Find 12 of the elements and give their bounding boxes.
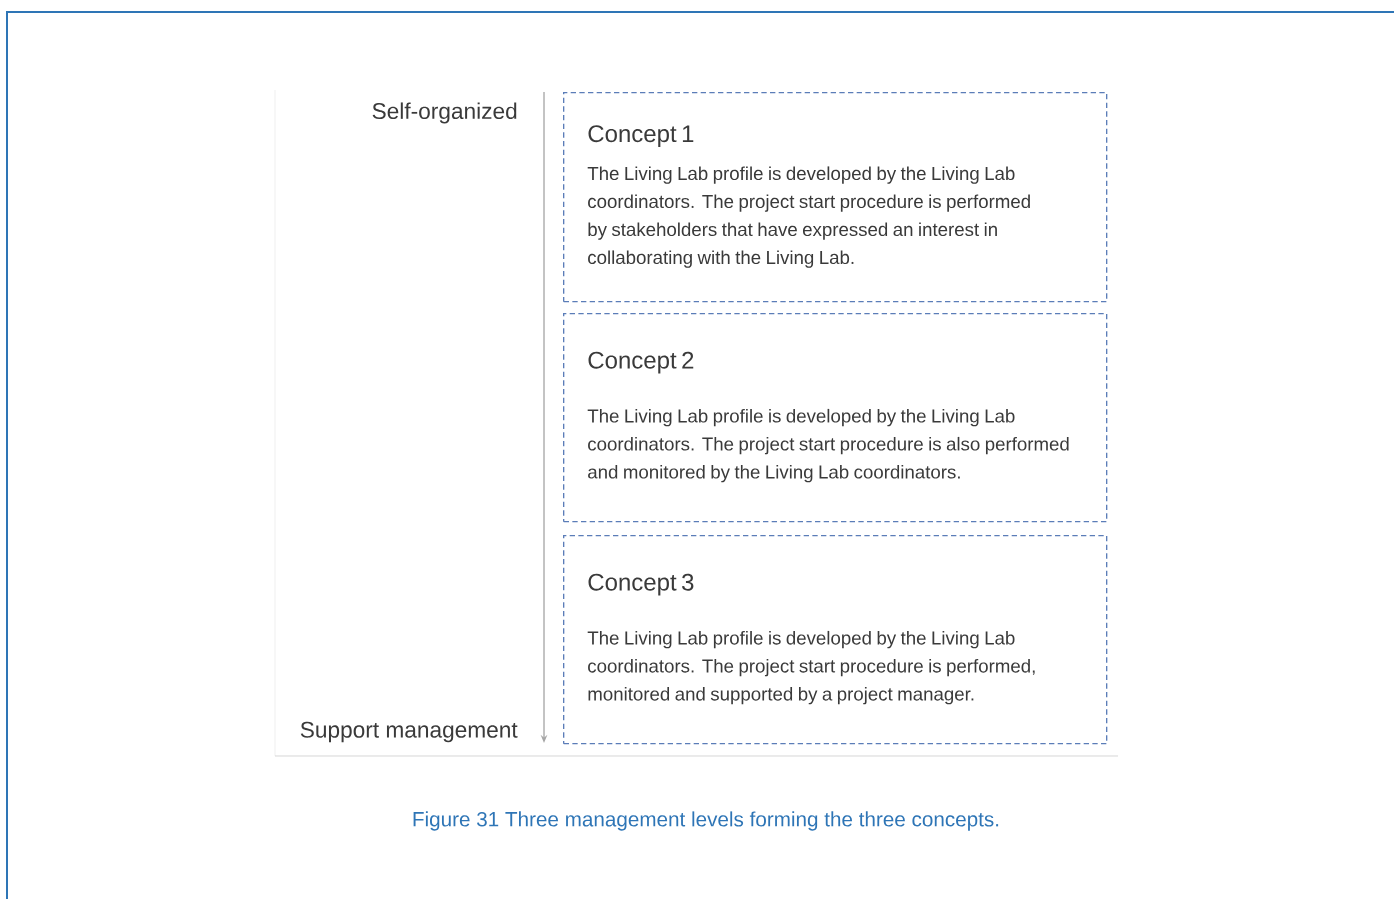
concept-box [563,92,1108,303]
node-label: The Living Lab profile is developed by the Living Lab coordinators. The project start procedure is also performed and monitored by the Living Lab coordinators. [587,408,1069,483]
figure-caption: Figure 31 Three management levels forming the three concepts. [413,811,999,831]
axis-label: Support management [300,721,518,743]
concept-box [563,535,1108,745]
node-label: Concept 3 [588,573,694,596]
node-label: The Living Lab profile is developed by the Living Lab coordinators. The project start procedure is performed, monitored and supported by a project manager. [587,630,1035,705]
node-label: Concept 1 [588,125,694,147]
node-label: The Living Lab profile is developed by the Living Lab coordinators. The project start procedure is performed by stakeholders that have expressed an interest in collaborating with the Living Lab. [587,166,1030,268]
node-label: Concept 2 [588,351,694,374]
concept-box [563,313,1108,523]
axis-label: Self-organized [372,102,517,124]
